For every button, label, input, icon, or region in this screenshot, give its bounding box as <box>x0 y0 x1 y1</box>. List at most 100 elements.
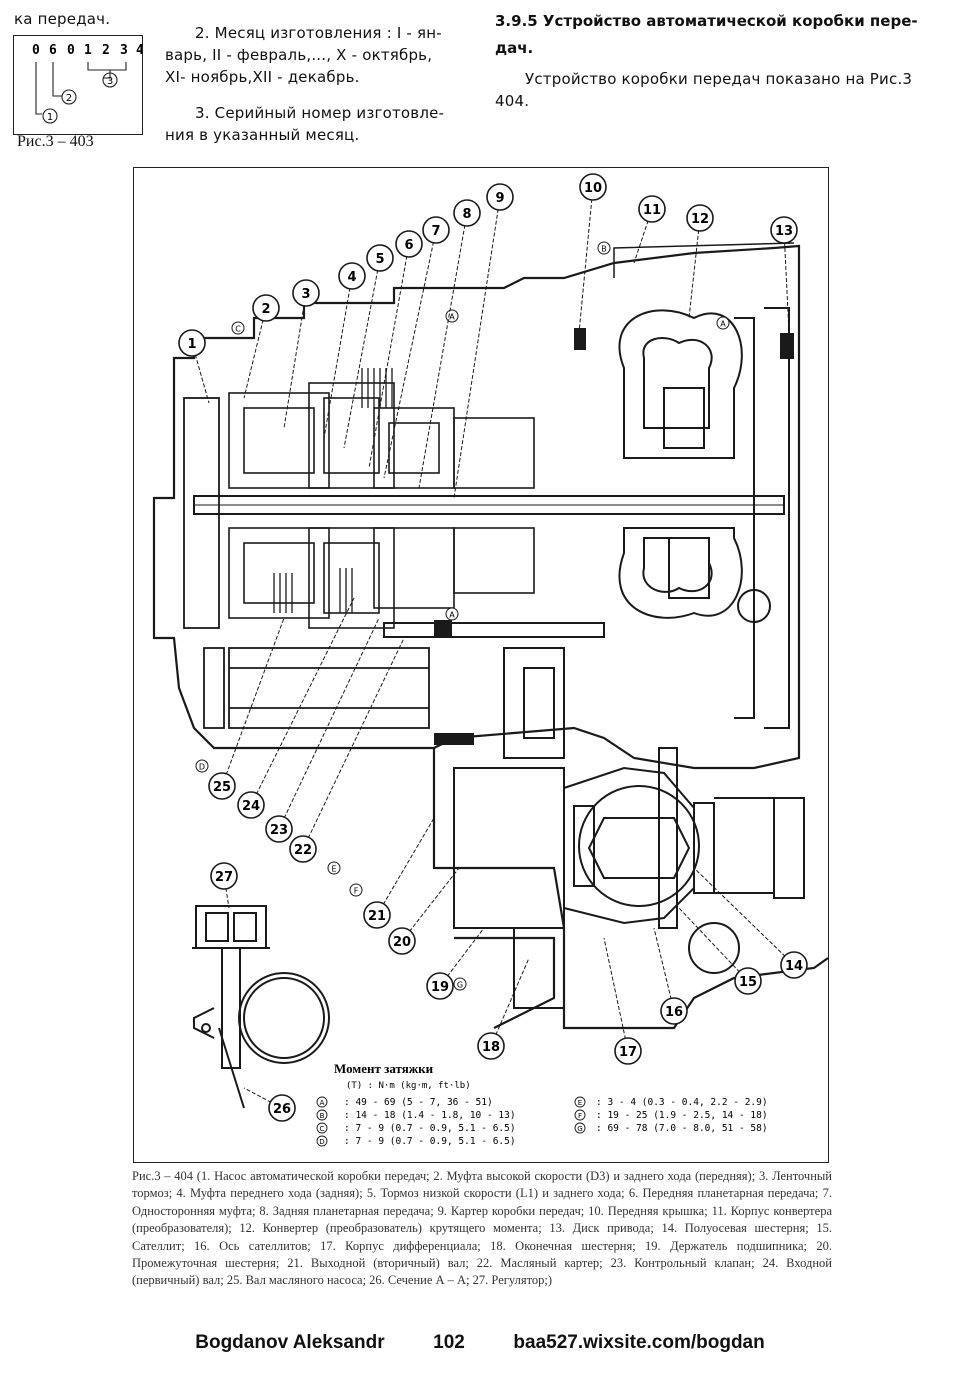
callout-circle <box>292 279 320 307</box>
callout-leader <box>250 597 355 806</box>
section-letter: G <box>457 981 463 990</box>
callout-number: 12 <box>691 212 709 227</box>
callout-leader <box>221 617 285 787</box>
torque-key: A <box>320 1099 325 1107</box>
section-marker <box>445 607 459 621</box>
section-letter: E <box>331 865 336 874</box>
torque-key: D <box>319 1138 324 1146</box>
section-heading: 3.9.5 Устройство автоматической коробки … <box>495 8 940 62</box>
torque-key: F <box>578 1112 582 1120</box>
section-letter: A <box>720 320 726 329</box>
callout-leader <box>418 212 468 489</box>
continued-fragment: ка передач. <box>14 10 111 28</box>
callout-number: 14 <box>785 959 803 974</box>
callout-leader <box>368 243 410 469</box>
callout-circle <box>395 230 423 258</box>
serial-description: 3. Серийный номер изготовле- ния в указа… <box>165 102 465 146</box>
section-marker <box>453 977 467 991</box>
code-digit: 2 <box>102 43 110 58</box>
callout-leader <box>578 186 594 334</box>
callout-number: 11 <box>643 203 661 218</box>
code-digit: 1 <box>84 43 92 58</box>
code-digit: 6 <box>49 43 57 58</box>
torque-key-circle <box>574 1096 586 1108</box>
section-text: Устройство коробки передач показано на Р… <box>495 68 940 112</box>
torque-key-circle <box>316 1122 328 1134</box>
callout-circle <box>268 1094 296 1122</box>
callout-number: 20 <box>393 935 411 950</box>
torque-value: : 3 - 4 (0.3 - 0.4, 2.2 - 2.9) <box>596 1097 768 1108</box>
callout-leader <box>278 617 380 830</box>
callout-number: 26 <box>273 1102 291 1117</box>
section-marker <box>231 321 245 335</box>
callout-number: 13 <box>775 224 793 239</box>
callout-leader <box>343 257 381 449</box>
callout-number: 19 <box>431 980 449 995</box>
callout-circle <box>252 294 280 322</box>
callout-number: 15 <box>739 975 757 990</box>
callout-number: 23 <box>270 823 288 838</box>
callout-number: 4 <box>347 270 356 285</box>
callout-number: 6 <box>404 238 413 253</box>
callout-number: 2 <box>261 302 270 317</box>
torque-value: : 7 - 9 (0.7 - 0.9, 5.1 - 6.5) <box>344 1136 516 1147</box>
torque-key-circle <box>316 1109 328 1121</box>
code-digit: 0 <box>67 43 75 58</box>
month-description: 2. Месяц изготовления : I - ян- варь, II… <box>165 22 465 88</box>
callout-circle <box>660 997 688 1025</box>
callout-circle <box>338 262 366 290</box>
callout-circle <box>388 927 416 955</box>
callout-leader <box>453 196 501 499</box>
callout-circle <box>265 815 293 843</box>
callout-circle <box>686 204 714 232</box>
callout-number: 10 <box>584 181 602 196</box>
governor-section <box>192 905 330 1109</box>
callout-number: 8 <box>462 207 471 222</box>
torque-key-circle <box>316 1135 328 1147</box>
callout-leader <box>223 875 230 909</box>
figure-404-caption: Рис.3 – 404 (1. Насос автоматической кор… <box>132 1169 832 1288</box>
callout-leader <box>191 342 210 404</box>
callout-leader <box>688 217 701 319</box>
callout-circle <box>210 862 238 890</box>
section-marker <box>349 883 363 897</box>
callout-circle <box>453 199 481 227</box>
callout-leader <box>653 927 675 1012</box>
torque-title: Момент затяжки <box>334 1061 434 1076</box>
figure-403-label: Рис.3 – 403 <box>17 133 94 150</box>
callout-leader <box>243 307 267 399</box>
torque-key: G <box>577 1125 582 1133</box>
footer-site: baa527.wixsite.com/bogdan <box>513 1332 765 1353</box>
code-digit: 4 <box>136 43 142 58</box>
code-digit: 0 <box>32 43 40 58</box>
callout-number: 17 <box>619 1045 637 1060</box>
section-letter: A <box>449 313 455 322</box>
torque-value: : 69 - 78 (7.0 - 8.0, 51 - 58) <box>596 1123 768 1134</box>
section-heading-line-1: 3.9.5 Устройство автоматической коробки … <box>495 12 918 30</box>
section-marker <box>445 309 459 323</box>
callout-circle <box>734 967 762 995</box>
callout-number: 22 <box>294 843 312 858</box>
section-letter: A <box>449 611 455 620</box>
section-letter: C <box>235 325 241 334</box>
callout-circle <box>426 972 454 1000</box>
serial-line-1: 3. Серийный номер изготовле- <box>195 104 445 122</box>
code-digit: 3 <box>120 43 128 58</box>
callout-circle <box>614 1037 642 1065</box>
section-marker <box>716 316 730 330</box>
callout-number: 27 <box>215 870 233 885</box>
torque-key-circle <box>574 1109 586 1121</box>
callout-leader <box>693 867 795 966</box>
output-shaft <box>383 622 605 638</box>
section-text-line-2: 404. <box>495 92 530 110</box>
callout-number: 5 <box>375 252 384 267</box>
torque-key-circle <box>574 1122 586 1134</box>
section-text-line-1: Устройство коробки передач показано на Р… <box>525 70 913 88</box>
torque-value: : 7 - 9 (0.7 - 0.9, 5.1 - 6.5) <box>344 1123 516 1134</box>
callout-circle <box>363 901 391 929</box>
callout-leader <box>678 907 749 982</box>
section-letter: F <box>354 887 359 896</box>
callout-leader <box>302 637 405 850</box>
